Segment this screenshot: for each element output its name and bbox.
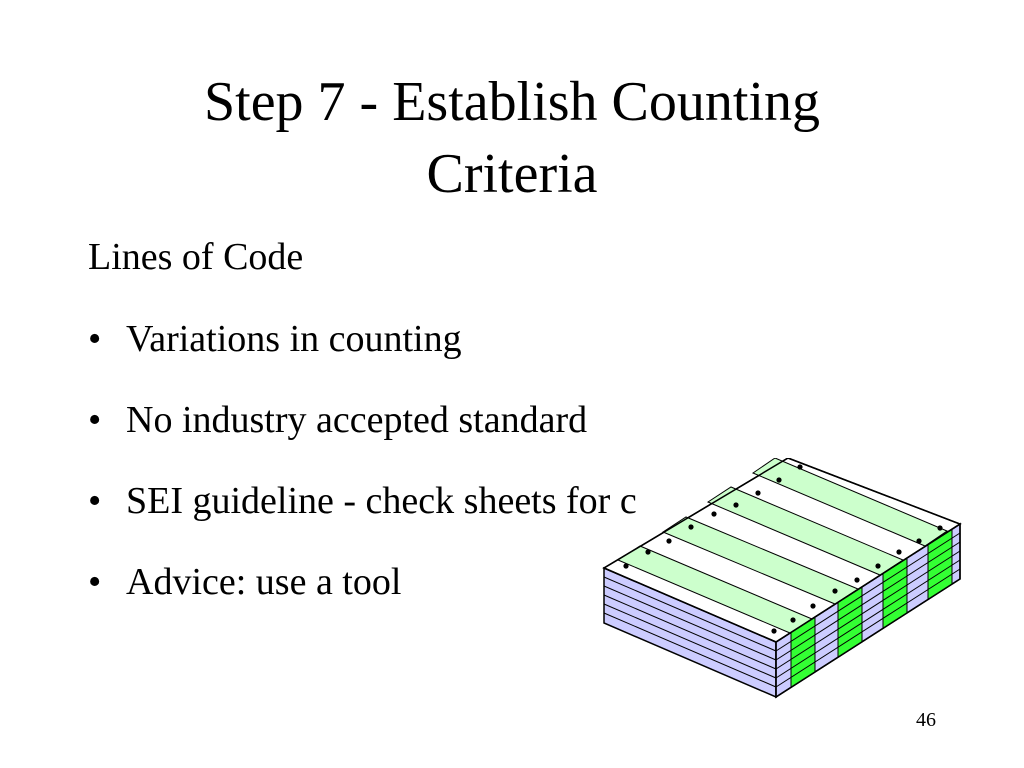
subheading: Lines of Code [88, 236, 304, 278]
paper-stack-side-edge [775, 522, 961, 699]
bullet-text: SEI guideline - check sheets for c [126, 480, 637, 522]
bullet-list: • Variations in counting • No industry a… [88, 316, 637, 640]
bullet-item: • Variations in counting [88, 316, 637, 362]
bullet-text: No industry accepted standard [126, 399, 588, 441]
bullet-item: • Advice: use a tool [88, 559, 637, 605]
slide-title: Step 7 - Establish Counting Criteria [0, 66, 1024, 210]
title-line-2: Criteria [426, 143, 598, 205]
page-number: 46 [916, 709, 936, 731]
bullet-marker: • [88, 561, 102, 603]
paper-stack-top-sheet [602, 458, 962, 643]
bullet-text: Variations in counting [126, 318, 462, 360]
bullet-marker: • [88, 480, 102, 522]
bullet-item: • SEI guideline - check sheets for c [88, 478, 637, 524]
title-line-1: Step 7 - Establish Counting [204, 71, 820, 133]
tractor-feed-holes [623, 464, 943, 634]
bullet-marker: • [88, 318, 102, 360]
bullet-marker: • [88, 399, 102, 441]
bullet-text: Advice: use a tool [126, 561, 402, 603]
bullet-item: • No industry accepted standard [88, 397, 637, 443]
paper-stack-illustration [602, 458, 962, 699]
